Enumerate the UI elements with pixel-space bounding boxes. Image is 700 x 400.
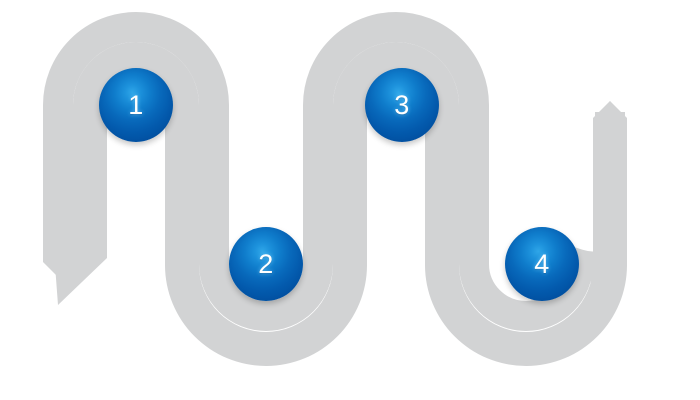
sphere-gradient-1 [99,68,173,142]
step-node-1[interactable]: 1 [99,68,173,142]
sphere-rim-2 [229,227,303,301]
ribbon-path [43,42,627,366]
sphere-gradient-3 [365,68,439,142]
sphere-gradient-4 [505,227,579,301]
sphere-rim-3 [365,68,439,142]
ribbon-group [43,12,627,366]
step-number-3: 3 [394,89,410,120]
sphere-rim-4 [505,227,579,301]
ribbon-tail-chevron-icon [43,248,73,277]
step-node-3[interactable]: 3 [365,68,439,142]
step-node-4[interactable]: 4 [505,227,579,301]
step-number-2: 2 [258,248,274,279]
ribbon-stroke [43,12,625,331]
sphere-gradient-2 [229,227,303,301]
step-number-4: 4 [534,248,550,279]
step-number-1: 1 [128,89,144,120]
ribbon-head-arrow-icon [595,101,625,128]
sphere-rim-1 [99,68,173,142]
step-node-2[interactable]: 2 [229,227,303,301]
